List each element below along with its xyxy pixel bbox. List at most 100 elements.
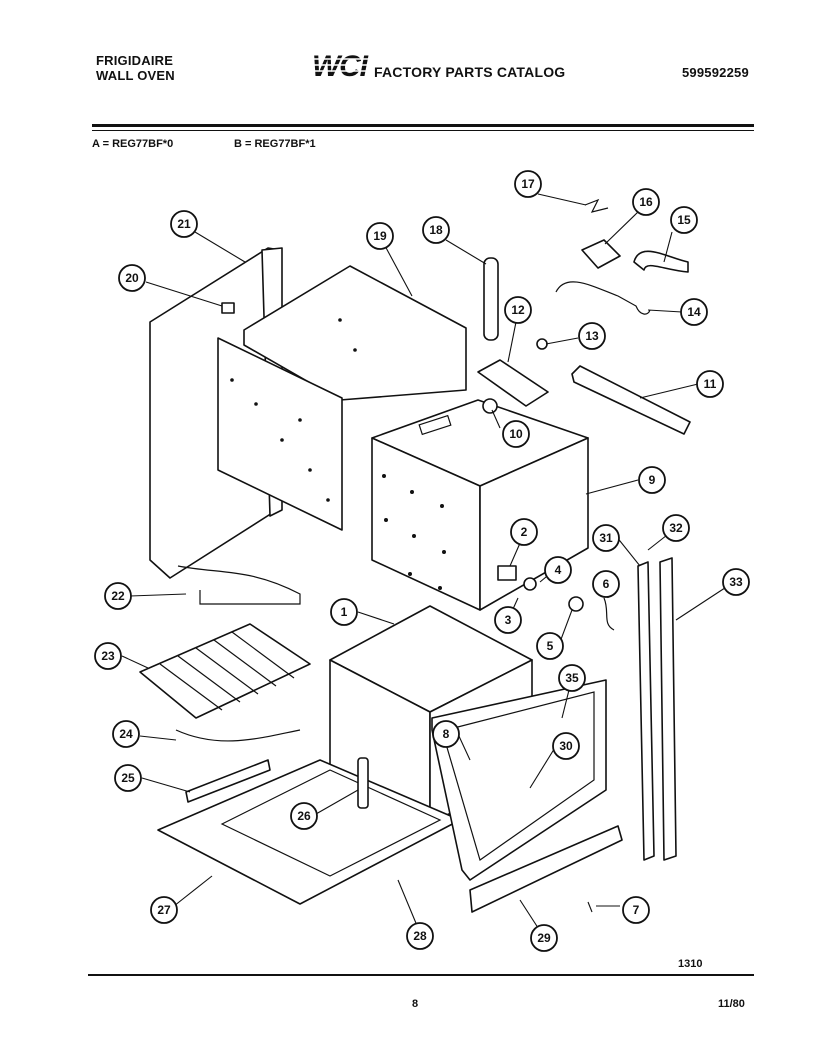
callout-33: 33	[722, 568, 750, 596]
svg-text:30: 30	[559, 739, 573, 753]
callout-10: 10	[502, 420, 530, 448]
header-rule-thick	[92, 124, 754, 127]
svg-text:9: 9	[649, 473, 656, 487]
callout-14: 14	[680, 298, 708, 326]
callout-8: 8	[432, 720, 460, 748]
lower-element	[175, 729, 301, 742]
svg-text:22: 22	[111, 589, 125, 603]
svg-text:23: 23	[101, 649, 115, 663]
callout-19: 19	[366, 222, 394, 250]
callout-21: 21	[170, 210, 198, 238]
svg-text:31: 31	[599, 531, 613, 545]
callout-13: 13	[578, 322, 606, 350]
callout-11: 11	[696, 370, 724, 398]
callout-7: 7	[622, 896, 650, 924]
svg-text:24: 24	[119, 727, 133, 741]
screw-shaft	[587, 901, 593, 913]
sensor-knob	[482, 398, 498, 414]
screw	[536, 338, 548, 350]
catalog-date: 11/80	[718, 998, 745, 1010]
header-rule-thin	[92, 130, 754, 131]
svg-text:8: 8	[443, 727, 450, 741]
svg-text:33: 33	[729, 575, 743, 589]
svg-text:19: 19	[373, 229, 387, 243]
callout-5: 5	[536, 632, 564, 660]
vent-cover	[477, 359, 549, 407]
hinge	[357, 757, 369, 809]
svg-text:1: 1	[341, 605, 348, 619]
svg-text:18: 18	[429, 223, 443, 237]
svg-text:2: 2	[521, 525, 528, 539]
svg-text:29: 29	[537, 931, 551, 945]
cabinet-back	[243, 265, 467, 401]
brand-name: FRIGIDAIRE	[96, 53, 174, 68]
svg-text:25: 25	[121, 771, 135, 785]
catalog-number: 599592259	[682, 65, 749, 80]
svg-text:21: 21	[177, 217, 191, 231]
svg-text:20: 20	[125, 271, 139, 285]
bottom-panel-inner	[220, 769, 442, 877]
callout-17: 17	[514, 170, 542, 198]
callout-26: 26	[290, 802, 318, 830]
box-holes	[382, 474, 446, 590]
brand-block: FRIGIDAIRE WALL OVEN	[96, 53, 175, 83]
svg-text:28: 28	[413, 929, 427, 943]
wire-harness	[603, 597, 615, 631]
callout-29: 29	[530, 924, 558, 952]
svg-text:6: 6	[603, 577, 610, 591]
leader-lines	[121, 193, 735, 935]
callout-32: 32	[662, 514, 690, 542]
svg-text:17: 17	[521, 177, 535, 191]
element-bracket	[185, 759, 271, 803]
svg-text:3: 3	[505, 613, 512, 627]
callout-15: 15	[670, 206, 698, 234]
svg-text:15: 15	[677, 213, 691, 227]
callout-25: 25	[114, 764, 142, 792]
bracket-rail	[571, 365, 691, 435]
callout-31: 31	[592, 524, 620, 552]
cabinet-side-inner	[217, 337, 343, 531]
callout-1: 1	[330, 598, 358, 626]
callout-24: 24	[112, 720, 140, 748]
filter-block	[581, 239, 621, 269]
svg-text:13: 13	[585, 329, 599, 343]
callout-9: 9	[638, 466, 666, 494]
tube	[483, 257, 499, 341]
side-trim-33	[659, 557, 677, 861]
vent-strip	[469, 825, 623, 913]
wci-logo: WCI	[312, 50, 370, 80]
svg-text:32: 32	[669, 521, 683, 535]
product-type: WALL OVEN	[96, 68, 175, 83]
clip	[221, 302, 235, 314]
svg-text:10: 10	[509, 427, 523, 441]
callout-3: 3	[494, 606, 522, 634]
side-trim-31	[637, 561, 655, 861]
wire-clip	[584, 198, 609, 213]
callout-16: 16	[632, 188, 660, 216]
callout-18: 18	[422, 216, 450, 244]
callout-6: 6	[592, 570, 620, 598]
door-frame	[431, 679, 607, 881]
lamp-socket	[523, 577, 537, 591]
callout-20: 20	[118, 264, 146, 292]
callout-2: 2	[510, 518, 538, 546]
page-number: 8	[412, 998, 419, 1010]
figure-code: 1310	[678, 958, 703, 970]
callout-28: 28	[406, 922, 434, 950]
callout-30: 30	[552, 732, 580, 760]
svg-text:27: 27	[157, 903, 171, 917]
callout-23: 23	[94, 642, 122, 670]
svg-text:16: 16	[639, 195, 653, 209]
vent-slot	[418, 414, 452, 436]
panel-holes	[230, 318, 357, 502]
broil-rack	[139, 623, 311, 719]
switch	[497, 565, 517, 581]
bake-element	[177, 565, 301, 605]
catalog-title: FACTORY PARTS CATALOG	[374, 64, 566, 80]
svg-text:26: 26	[297, 809, 311, 823]
svg-text:5: 5	[547, 639, 554, 653]
hose-elbow	[633, 250, 689, 273]
callout-12: 12	[504, 296, 532, 324]
callout-22: 22	[104, 582, 132, 610]
